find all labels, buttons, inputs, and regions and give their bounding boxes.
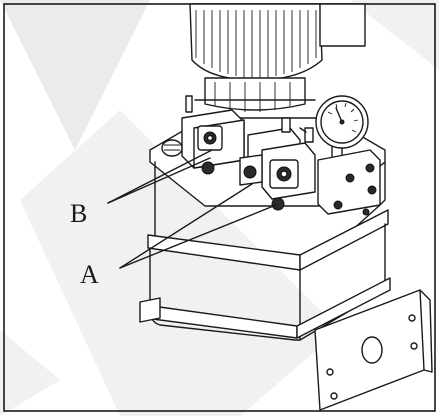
manifold-block-icon: [317, 149, 381, 216]
mounting-bracket-icon: [314, 289, 433, 411]
callout-label-a: A: [80, 260, 99, 289]
solenoid-valve-a-icon: [239, 117, 316, 211]
solenoid-valve-b-icon: [161, 95, 245, 175]
callout-label-b: B: [70, 199, 87, 228]
callout-lines: [107, 149, 277, 269]
motor-icon: [189, 3, 366, 112]
pressure-gauge-icon: [315, 95, 369, 163]
